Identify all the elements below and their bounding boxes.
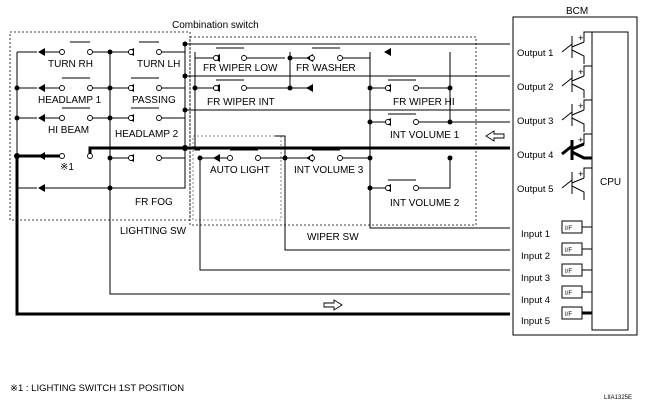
int-volume-3-label: INT VOLUME 3 — [294, 165, 364, 176]
svg-text:+: + — [578, 169, 584, 180]
cpu-label: CPU — [600, 177, 621, 188]
lighting-switch-wires — [17, 41, 510, 295]
turn-rh-label: TURN RH — [48, 59, 93, 70]
cpu-box — [591, 31, 629, 331]
output-3-label: Output 3 — [517, 116, 553, 127]
if-label-4: I/F — [565, 291, 572, 297]
junction-dots — [14, 41, 453, 191]
output-5-label: Output 5 — [517, 184, 553, 195]
output-flow-arrow — [485, 130, 505, 142]
svg-text:+: + — [578, 101, 584, 112]
wiper-sw-label: WIPER SW — [307, 232, 359, 243]
wiper-switch-wires — [194, 47, 510, 271]
if-label-2: I/F — [565, 248, 572, 254]
figure-code: LIIA1325E — [604, 395, 632, 401]
auto-light-label: AUTO LIGHT — [210, 165, 270, 176]
int-volume-2-label: INT VOLUME 2 — [390, 198, 460, 209]
input-2-label: Input 2 — [521, 251, 550, 262]
output-4-label: Output 4 — [517, 150, 553, 161]
output-2-label: Output 2 — [517, 82, 553, 93]
input-flow-arrow — [323, 299, 343, 311]
fr-wiper-int-label: FR WIPER INT — [207, 97, 275, 108]
hi-beam-label: HI BEAM — [48, 125, 89, 136]
input-1-label: Input 1 — [521, 229, 550, 240]
switch-contacts — [59, 49, 419, 191]
input-5-label: Input 5 — [521, 316, 550, 327]
headlamp-2-label: HEADLAMP 2 — [115, 129, 179, 140]
input-4-label: Input 4 — [521, 295, 550, 306]
first-position-wire-input — [15, 156, 510, 316]
fr-wiper-hi-label: FR WIPER HI — [393, 97, 455, 108]
fr-fog-label: FR FOG — [135, 197, 173, 208]
output-1-label: Output 1 — [517, 48, 553, 59]
if-label-5: I/F — [565, 312, 572, 318]
interface-boxes — [561, 220, 592, 320]
fr-washer-label: FR WASHER — [296, 63, 356, 74]
svg-text:+: + — [578, 67, 584, 78]
svg-text:+: + — [578, 135, 584, 146]
bcm-title: BCM — [566, 6, 588, 17]
int-volume-1-label: INT VOLUME 1 — [390, 130, 460, 141]
lighting-sw-label: LIGHTING SW — [120, 226, 187, 237]
if-label-3: I/F — [565, 269, 572, 275]
input-3-label: Input 3 — [521, 273, 550, 284]
lighting-switch-outline — [9, 31, 191, 221]
auto-light-outline — [192, 135, 282, 221]
svg-text:+: + — [578, 33, 584, 44]
footnote: ※1 : LIGHTING SWITCH 1ST POSITION — [10, 383, 184, 394]
turn-lh-label: TURN LH — [137, 59, 180, 70]
first-position-mark: ※1 — [60, 162, 74, 173]
passing-label: PASSING — [132, 95, 176, 106]
headlamp-1-label: HEADLAMP 1 — [38, 95, 102, 106]
wiper-switch-outline — [189, 36, 477, 226]
output-plus-marks: + + + + + — [578, 33, 584, 180]
if-label-1: I/F — [565, 226, 572, 232]
output-transistors — [561, 31, 592, 200]
combination-switch-title: Combination switch — [172, 20, 259, 31]
fr-wiper-low-label: FR WIPER LOW — [203, 63, 278, 74]
